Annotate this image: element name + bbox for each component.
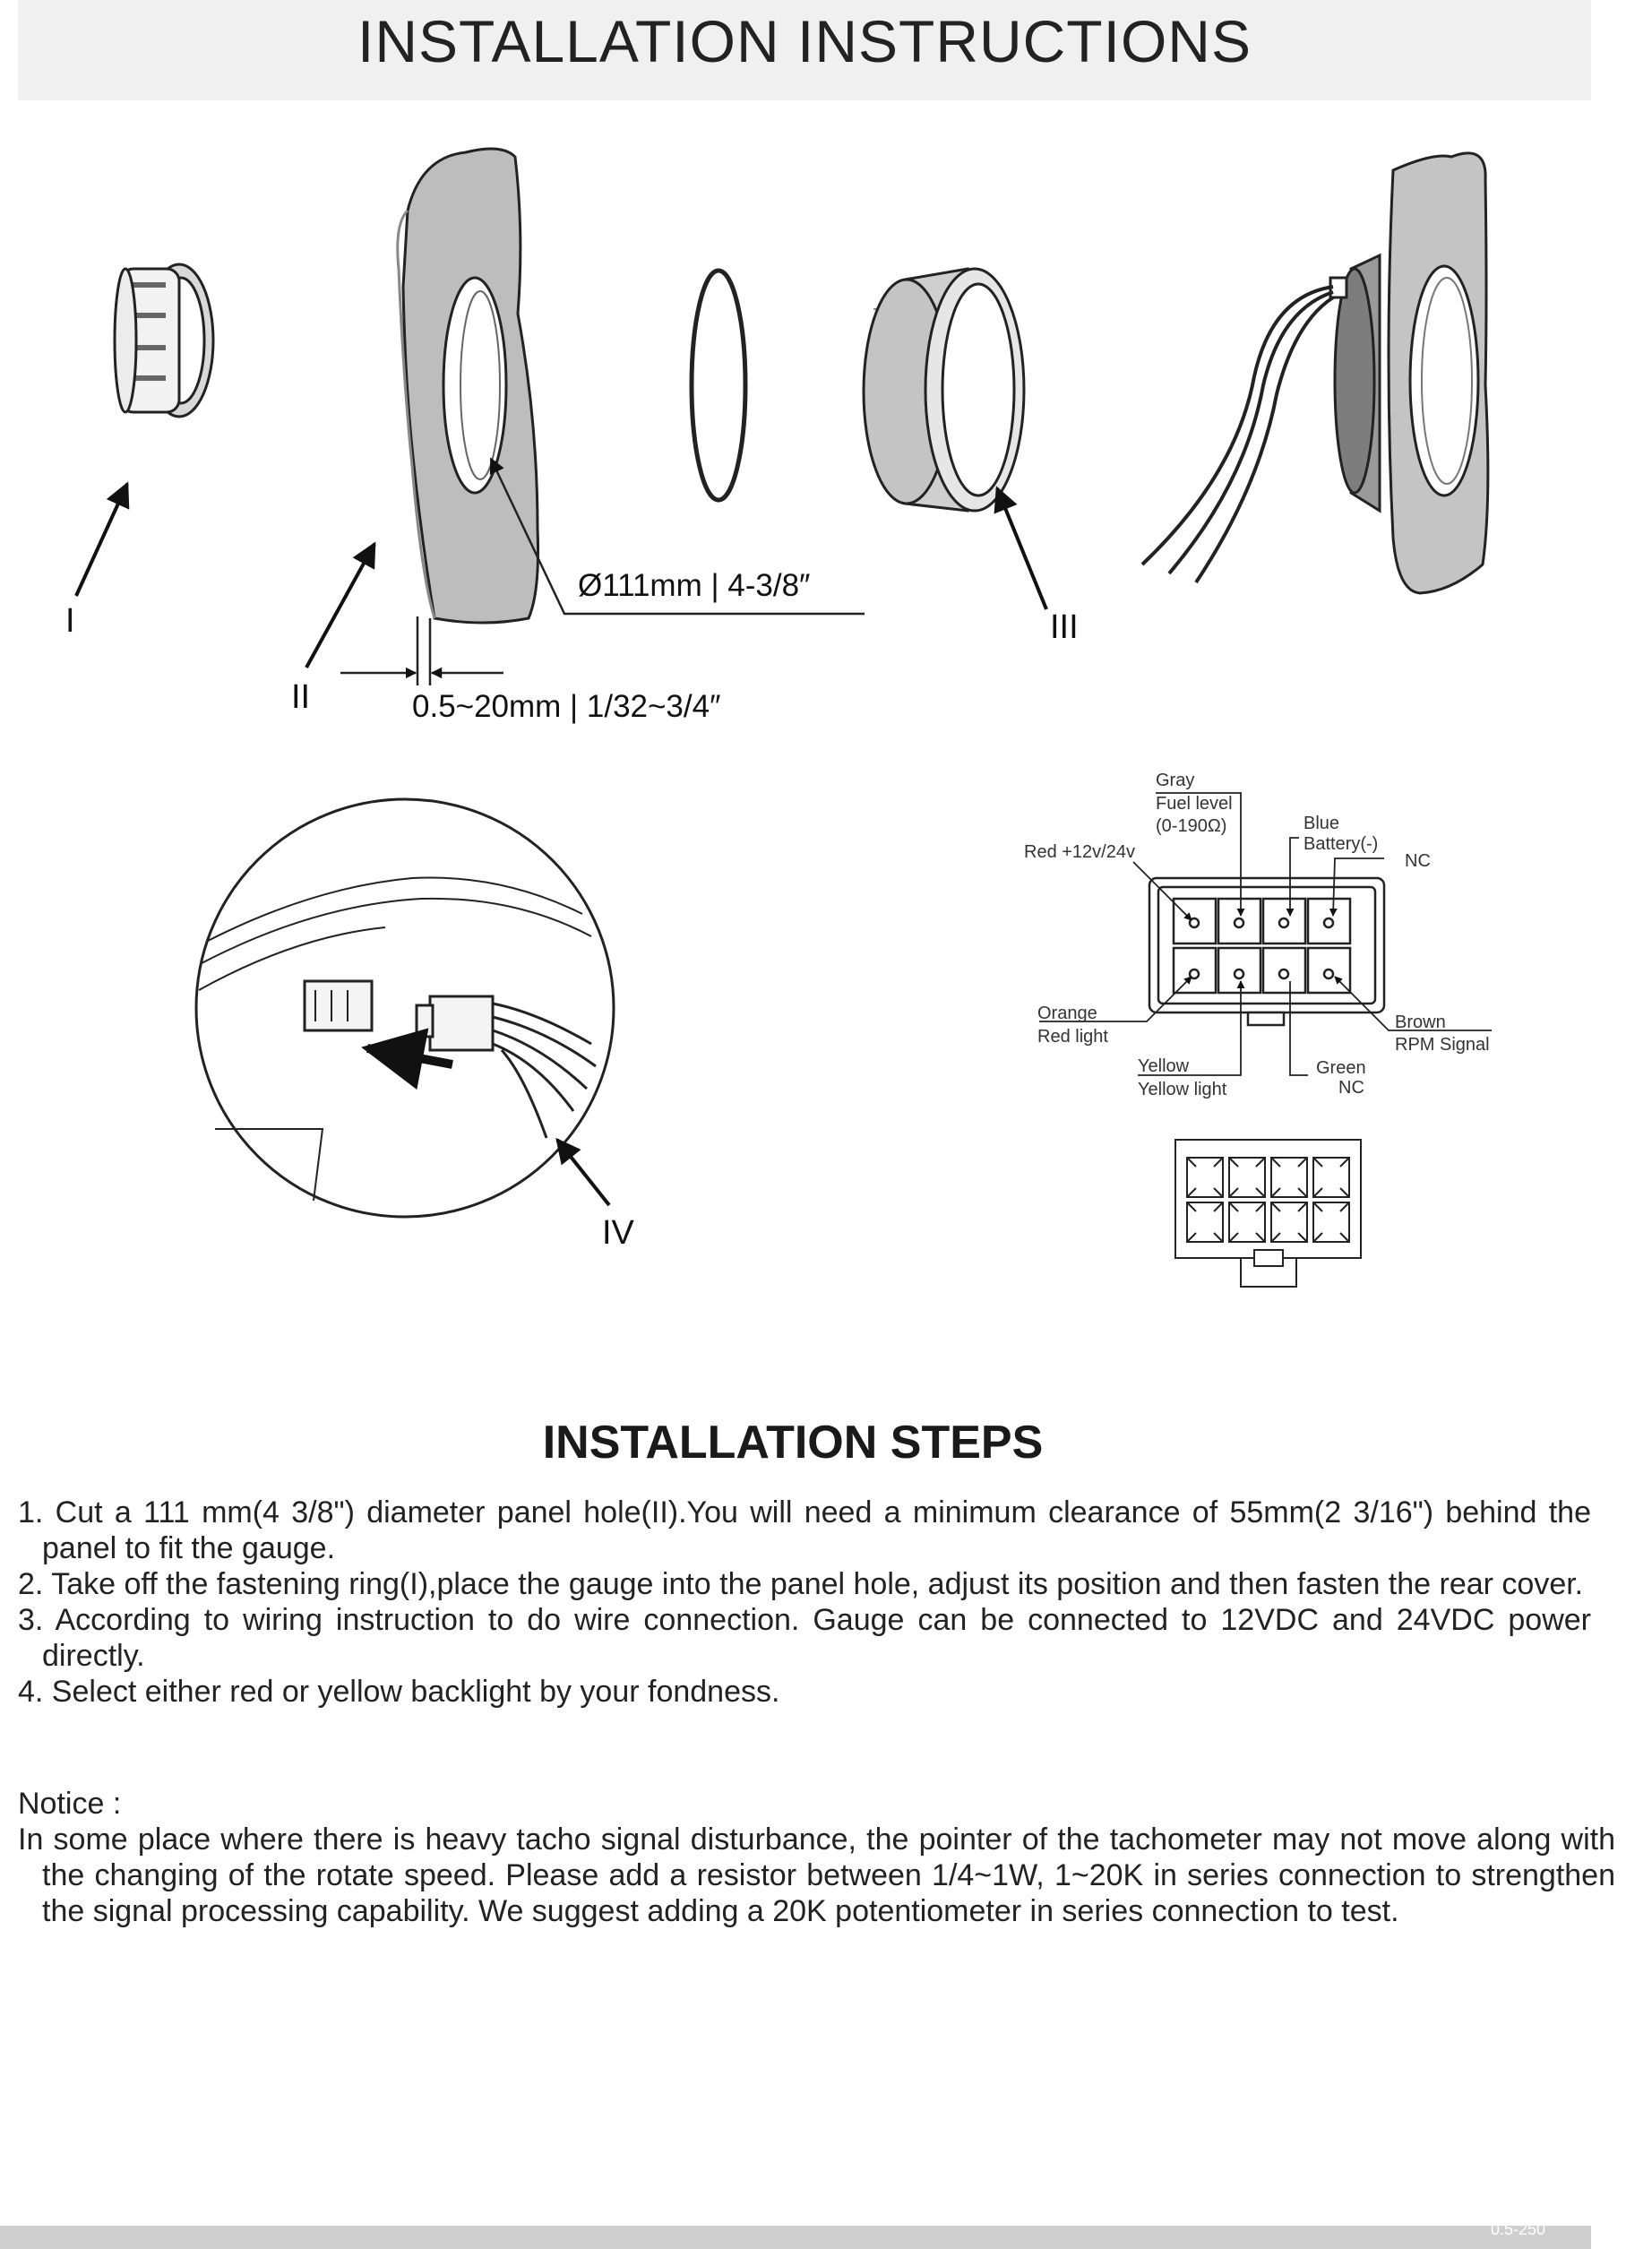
wire-nc-bottom-label: NC: [1338, 1078, 1364, 1098]
wire-brown-label: Brown: [1395, 1012, 1446, 1032]
wire-blue-label: Blue: [1304, 814, 1339, 833]
step-item: 1. Cut a 111 mm(4 3/8") diameter panel h…: [18, 1495, 1591, 1565]
notice-title: Notice :: [18, 1787, 122, 1821]
footer-code: 0.5-250: [1491, 2220, 1546, 2238]
part-iv-label: IV: [602, 1214, 635, 1252]
wire-red-label: Red +12v/24v: [1024, 842, 1135, 862]
panel-drawing: [396, 147, 540, 625]
wire-fuel-range-label: (0-190Ω): [1156, 816, 1226, 836]
wire-red-light-label: Red light: [1037, 1027, 1108, 1047]
wire-yellow-label: Yellow: [1138, 1056, 1190, 1076]
page-title: INSTALLATION INSTRUCTIONS: [357, 8, 1252, 74]
part-i-label: I: [65, 602, 75, 640]
steps-list: 1. Cut a 111 mm(4 3/8") diameter panel h…: [18, 1495, 1591, 1710]
header-band: [18, 0, 1591, 100]
installation-diagram: Ø111mm | 4-3/8″ 0.5~20mm | 1/32~3/4″: [65, 147, 1492, 1288]
fastening-ring-drawing: [113, 263, 215, 418]
wire-rpm-label: RPM Signal: [1395, 1035, 1490, 1055]
wire-fuel-label: Fuel level: [1156, 794, 1233, 814]
step-item: 4. Select either red or yellow backlight…: [18, 1675, 780, 1709]
wire-orange-label: Orange: [1037, 1004, 1097, 1023]
step-item: 3. According to wiring instruction to do…: [18, 1603, 1591, 1673]
steps-title: INSTALLATION STEPS: [542, 1417, 1044, 1469]
wiring-connector: [1148, 876, 1386, 1027]
part-iii-label: III: [1050, 608, 1079, 646]
wire-battery-label: Battery(-): [1304, 834, 1378, 854]
part-ii-label: II: [291, 678, 310, 716]
wire-green-label: Green: [1316, 1058, 1366, 1078]
wire-gray-label: Gray: [1156, 771, 1194, 790]
insert-arrow: [361, 1028, 453, 1090]
wire-nc-top-label: NC: [1405, 851, 1431, 871]
o-ring-drawing: [689, 268, 748, 503]
part-iv-arrow: [555, 1137, 611, 1207]
wire-yellow-light-label: Yellow light: [1138, 1080, 1227, 1099]
assembled-gauge-drawing: [1140, 151, 1490, 595]
plug-face-drawing: [1174, 1139, 1362, 1288]
part-iii-arrow: [994, 486, 1048, 610]
footer-band: [0, 2226, 1591, 2249]
connector-detail-drawing: [194, 797, 615, 1219]
gauge-body-drawing: [862, 267, 1026, 513]
step-item: 2. Take off the fastening ring(I),place …: [18, 1567, 1584, 1601]
part-ii-arrow: [305, 541, 376, 668]
panel-thickness-label: 0.5~20mm | 1/32~3/4″: [412, 689, 720, 724]
wiring-leader-lines: [1039, 792, 1492, 1076]
hole-dimension-label: Ø111mm | 4-3/8″: [578, 568, 810, 603]
thickness-dimension: [340, 616, 503, 685]
notice-body: In some place where there is heavy tacho…: [18, 1822, 1615, 1928]
part-i-arrow: [74, 481, 130, 597]
hole-leader-line: [489, 457, 865, 616]
